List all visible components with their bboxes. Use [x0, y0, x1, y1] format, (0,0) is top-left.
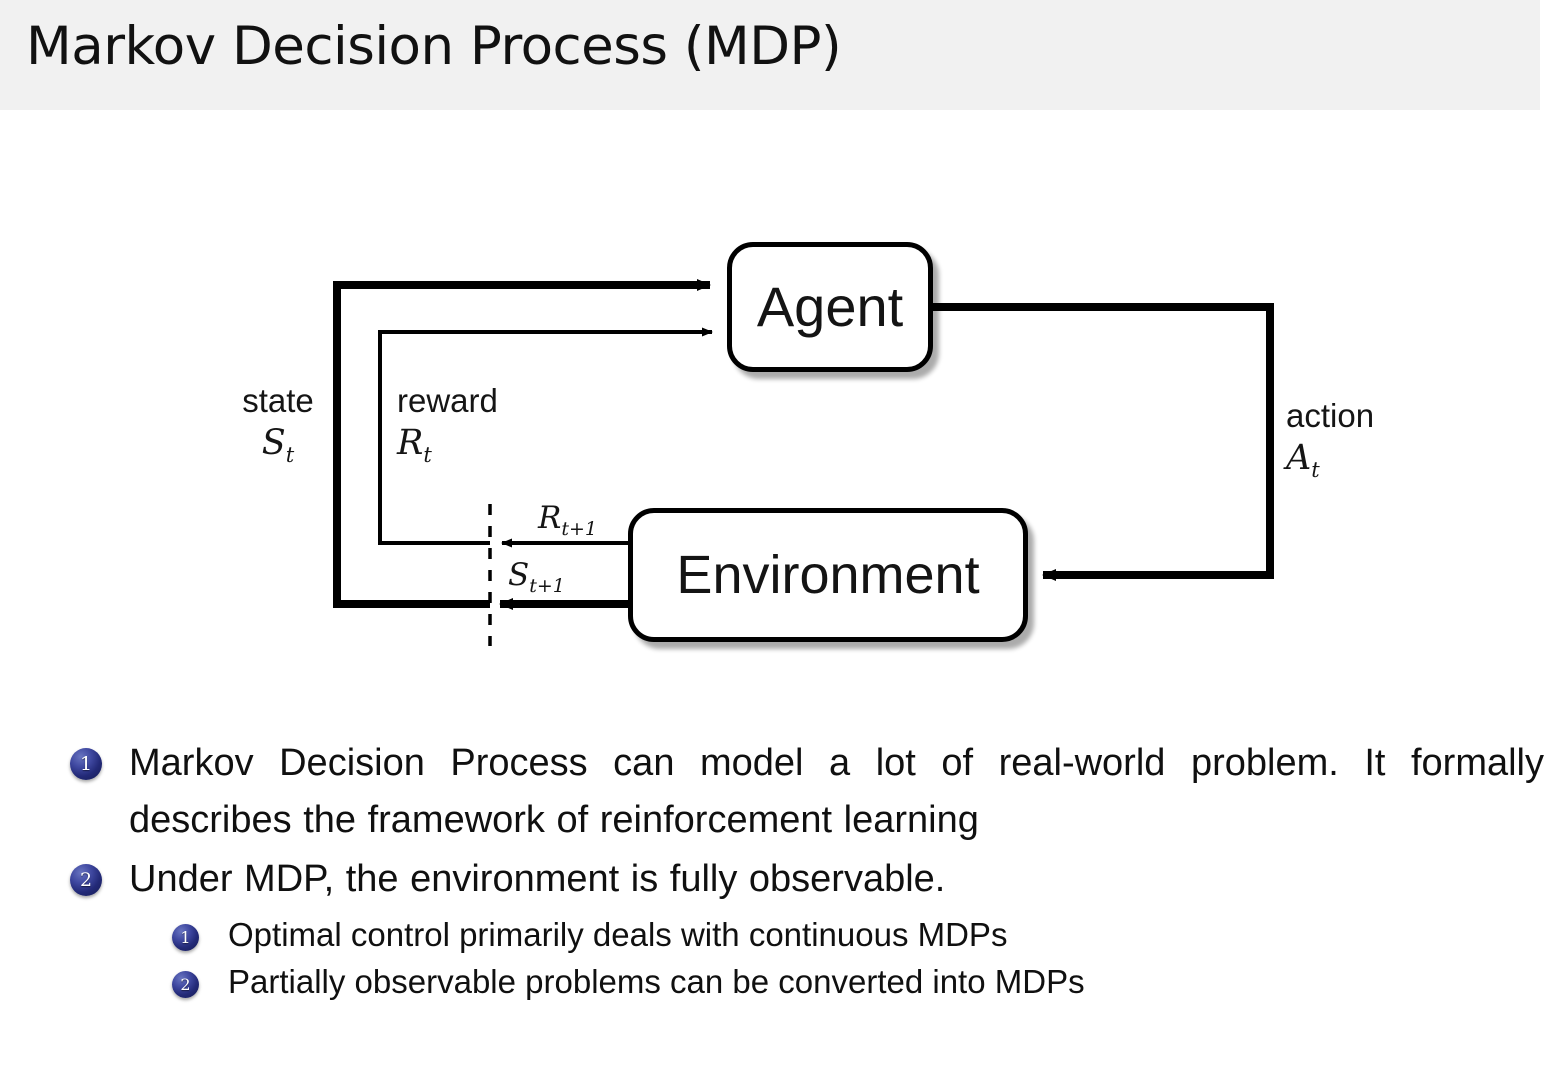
sub-bullet-marker-2: 2 — [172, 970, 199, 998]
bullet-text-2: Under MDP, the environment is fully obse… — [129, 858, 946, 900]
bullet-marker-1: 1 — [70, 748, 102, 780]
page-title: Markov Decision Process (MDP) — [26, 16, 842, 77]
action-label: action At — [1286, 398, 1374, 481]
state-label: state St — [232, 383, 324, 466]
state-next-label: St+1 — [508, 557, 565, 598]
sub-bullet-marker-1: 1 — [172, 924, 199, 951]
environment-node: Environment — [628, 508, 1028, 642]
list-item: 2 Under MDP, the environment is fully ob… — [0, 851, 1546, 908]
bullet-text-1: Markov Decision Process can model a lot … — [129, 742, 1544, 841]
bullet-marker-2: 2 — [70, 864, 102, 896]
state-label-symbol: St — [261, 422, 295, 467]
list-item: 2 Partially observable problems can be c… — [0, 959, 1546, 1006]
state-label-word: state — [242, 382, 314, 419]
reward-label: reward Rt — [397, 383, 498, 466]
agent-node-label: Agent — [756, 275, 904, 338]
mdp-interaction-diagram: Agent Environment state St reward Rt act… — [0, 130, 1546, 720]
reward-feedback-line — [378, 327, 713, 545]
diagram-connector-lines — [333, 279, 1274, 646]
slide-header-bar: Markov Decision Process (MDP) — [0, 0, 1540, 110]
state-feedback-line — [333, 279, 711, 608]
reward-next-label: Rt+1 — [538, 500, 597, 541]
agent-node: Agent — [727, 242, 933, 372]
list-item: 1 Optimal control primarily deals with c… — [0, 912, 1546, 959]
bullet-list: 1 Markov Decision Process can model a lo… — [0, 735, 1546, 1006]
sub-bullet-text-2: Partially observable problems can be con… — [228, 962, 1085, 1000]
sub-bullet-text-1: Optimal control primarily deals with con… — [228, 916, 1008, 953]
list-item: 1 Markov Decision Process can model a lo… — [0, 735, 1546, 849]
reward-label-symbol: Rt — [397, 422, 432, 467]
environment-node-label: Environment — [676, 545, 980, 605]
sub-bullet-list: 1 Optimal control primarily deals with c… — [0, 912, 1546, 1006]
action-label-symbol: At — [1286, 437, 1320, 482]
action-label-word: action — [1286, 397, 1375, 434]
reward-label-word: reward — [397, 382, 498, 419]
action-line — [933, 303, 1274, 581]
